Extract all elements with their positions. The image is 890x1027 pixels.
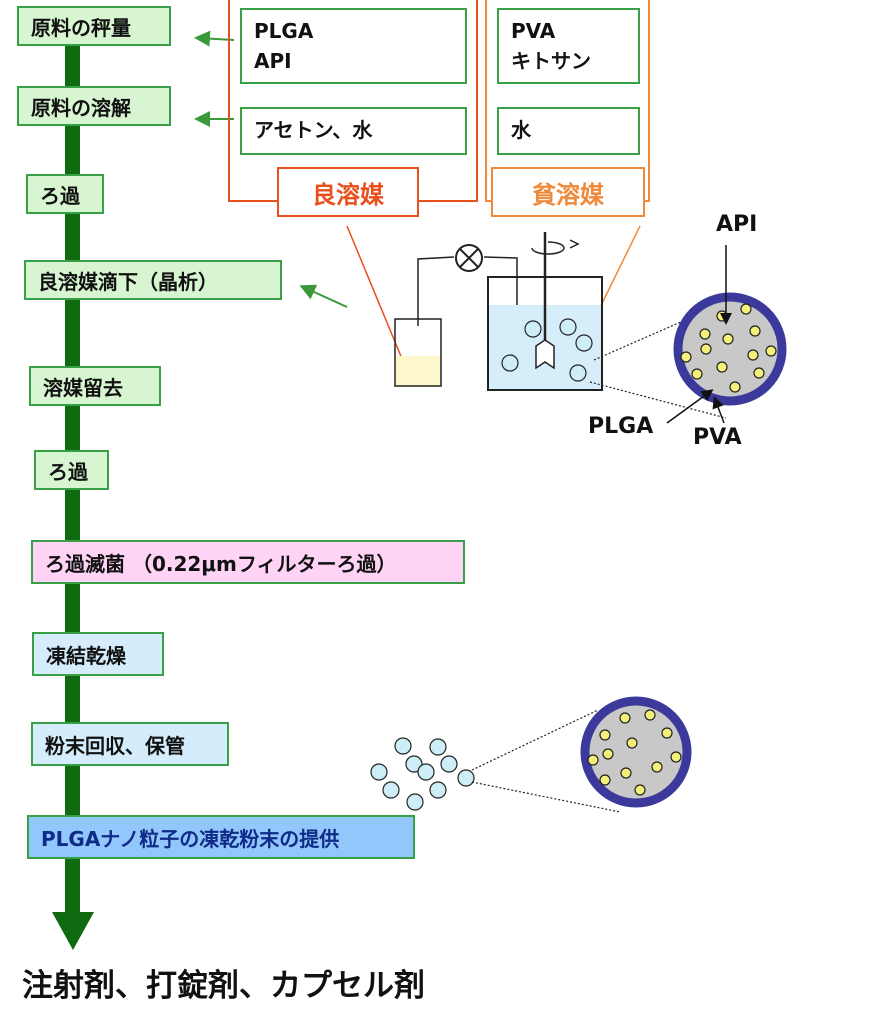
feed-tube <box>417 256 455 326</box>
powder-beads <box>370 737 475 811</box>
good-solution-fill <box>395 356 441 386</box>
step-collect-store: 粉末回収、保管 <box>31 722 229 766</box>
material-plga: PLGA <box>254 19 314 43</box>
rotation-icon <box>531 241 565 255</box>
vessel-bead <box>559 318 577 336</box>
vessel-bead <box>501 354 519 372</box>
material-chitosan: キトサン <box>511 49 591 73</box>
flow-arrow-head <box>52 912 94 950</box>
zoom-line <box>593 317 691 361</box>
vessel-bead <box>569 364 587 382</box>
vessel-bead <box>524 320 542 338</box>
material-api: API <box>254 49 292 73</box>
plga-label-arrow <box>666 389 714 424</box>
zoom-line <box>471 781 621 813</box>
step-filter-2: ろ過 <box>34 450 109 490</box>
step-evaporate: 溶媒留去 <box>29 366 161 406</box>
api-dots-dried <box>587 709 682 796</box>
good-solvent-materials: PLGA API <box>240 8 467 84</box>
label-pva: PVA <box>693 425 742 450</box>
label-plga: PLGA <box>588 414 654 439</box>
step-dissolve: 原料の溶解 <box>17 86 171 126</box>
step-filter-1: ろ過 <box>26 174 104 214</box>
poor-solvent-label: 貧溶媒 <box>491 167 645 217</box>
poor-solvent-liquid: 水 <box>497 107 640 155</box>
material-pva: PVA <box>511 19 556 43</box>
step-drip: 良溶媒滴下（晶析） <box>24 260 282 300</box>
step-sterile-filter: ろ過滅菌 （0.22μmフィルターろ過） <box>31 540 465 584</box>
good-solvent-label: 良溶媒 <box>277 167 419 217</box>
zoom-line <box>471 709 599 771</box>
step-freeze-dry: 凍結乾燥 <box>32 632 164 676</box>
step-provide-powder: PLGAナノ粒子の凍乾粉末の提供 <box>27 815 415 859</box>
api-dots <box>680 303 777 393</box>
good-solvent-liquid: アセトン、水 <box>240 107 467 155</box>
dried-nanoparticle-cross-section <box>580 696 692 808</box>
arrow-apparatus-to-drip <box>299 284 348 308</box>
poor-solvent-materials: PVA キトサン <box>497 8 640 84</box>
step-weigh: 原料の秤量 <box>17 6 171 46</box>
label-api: API <box>716 212 758 237</box>
dosage-forms: 注射剤、打錠剤、カプセル剤 <box>22 968 425 1004</box>
zoom-line <box>589 381 727 419</box>
good-solvent-connector <box>346 225 406 367</box>
pva-label-arrow <box>712 396 725 424</box>
vessel-bead <box>575 334 593 352</box>
stirrer-impeller <box>535 339 555 370</box>
